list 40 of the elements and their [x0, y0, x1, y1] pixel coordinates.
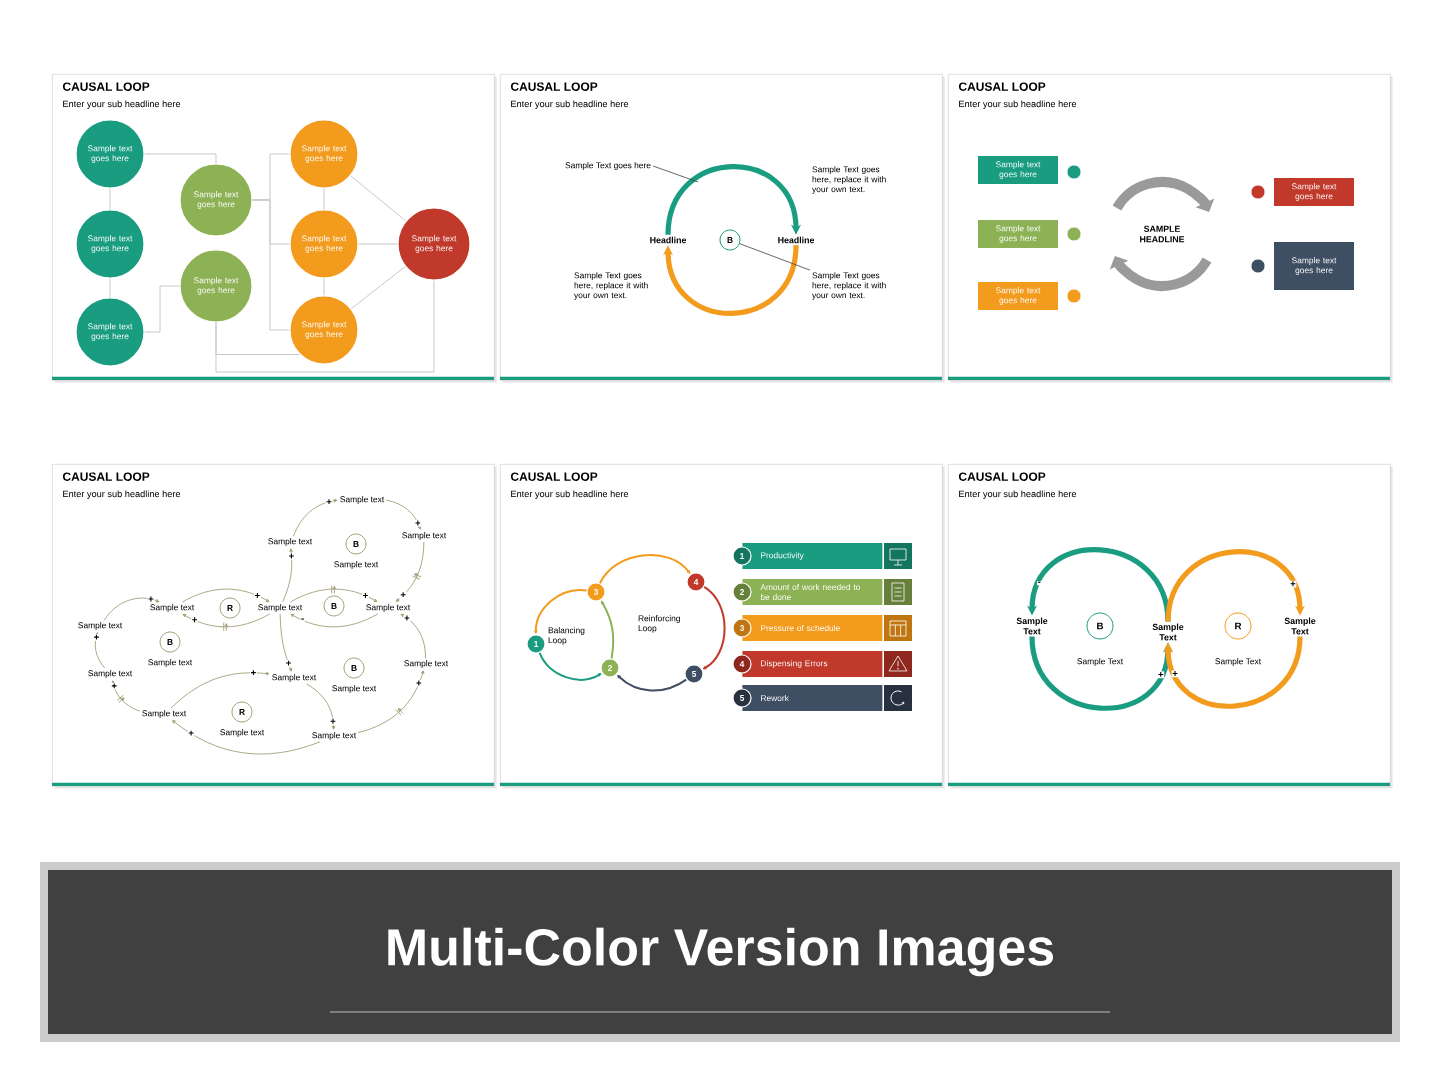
arrow	[598, 554, 691, 585]
banner: Multi-Color Version Images	[40, 862, 1400, 1042]
arrow	[279, 613, 293, 672]
loop-arrow	[662, 244, 799, 316]
arrow	[103, 597, 160, 621]
arrow	[357, 670, 425, 734]
loop-arrow	[1165, 549, 1306, 622]
arrow	[172, 720, 321, 755]
loop-arrow	[1162, 636, 1303, 709]
connector-line	[144, 285, 180, 333]
arrow	[182, 613, 271, 632]
arrow	[538, 651, 602, 681]
connector-line	[350, 266, 406, 310]
arrow	[617, 674, 688, 692]
connector-line	[350, 175, 407, 222]
leader-line	[652, 165, 699, 183]
leader-line	[739, 243, 811, 271]
connector-line	[215, 322, 301, 355]
arrow	[181, 588, 270, 603]
arrow	[385, 499, 422, 530]
marker-dot	[1066, 226, 1082, 242]
marker-dot	[1250, 258, 1266, 274]
arrow	[289, 584, 378, 603]
loop-arrow	[665, 164, 802, 236]
arrow	[292, 498, 338, 537]
arrow	[170, 671, 270, 709]
arrow	[534, 588, 588, 634]
marker-dot	[1250, 184, 1266, 200]
arrow	[290, 613, 379, 628]
marker-dot	[1066, 288, 1082, 304]
arrow	[702, 585, 726, 670]
arrow	[395, 541, 425, 602]
connector-line	[144, 153, 217, 164]
arrow	[600, 600, 615, 660]
connector-line	[252, 199, 290, 331]
connector-line	[215, 280, 435, 373]
arrow	[282, 548, 293, 603]
arrow	[306, 683, 336, 730]
arrow	[400, 613, 427, 659]
arrow	[111, 680, 141, 712]
